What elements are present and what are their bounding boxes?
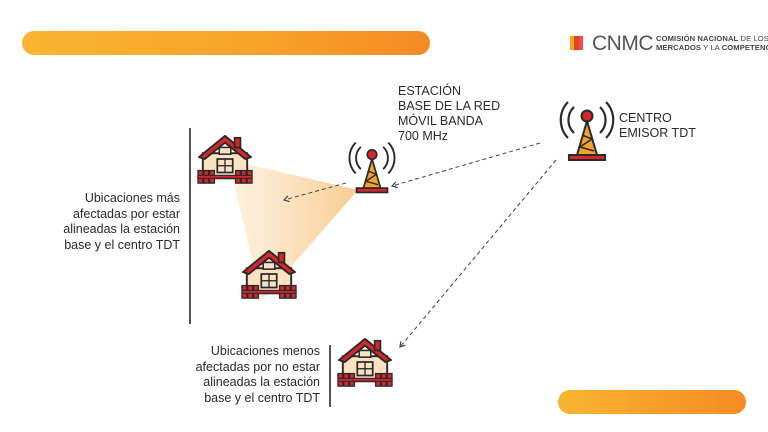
logo-tagline: COMISIÓN NACIONAL DE LOS MERCADOS Y LA C…	[656, 34, 768, 52]
house-icon	[197, 134, 253, 185]
cnmc-logo: CNMC COMISIÓN NACIONAL DE LOS MERCADOS Y…	[568, 30, 768, 56]
signal-line-tdt-to-station	[390, 142, 541, 189]
signal-line-tdt-to-far-house	[399, 159, 557, 348]
tdt-tower-antenna-icon	[559, 100, 615, 162]
tdt-center-label: CENTRO EMISOR TDT	[619, 111, 696, 140]
group-bracket-more	[189, 128, 191, 324]
signal-line-station-to-houses	[282, 182, 347, 203]
logo-word: CNMC	[592, 31, 654, 55]
group-bracket-less	[329, 345, 331, 407]
base-station-antenna-icon	[348, 141, 396, 194]
more-affected-label: Ubicaciones más afectadas por estar alin…	[63, 191, 180, 252]
house-icon	[337, 337, 393, 388]
top-accent-bar	[22, 31, 430, 55]
logo-mark-icon	[568, 32, 590, 54]
station-label: ESTACIÓN BASE DE LA RED MÓVIL BANDA 700 …	[398, 84, 501, 143]
bottom-accent-bar	[558, 390, 746, 414]
less-affected-label: Ubicaciones menos afectadas por no estar…	[195, 344, 320, 405]
